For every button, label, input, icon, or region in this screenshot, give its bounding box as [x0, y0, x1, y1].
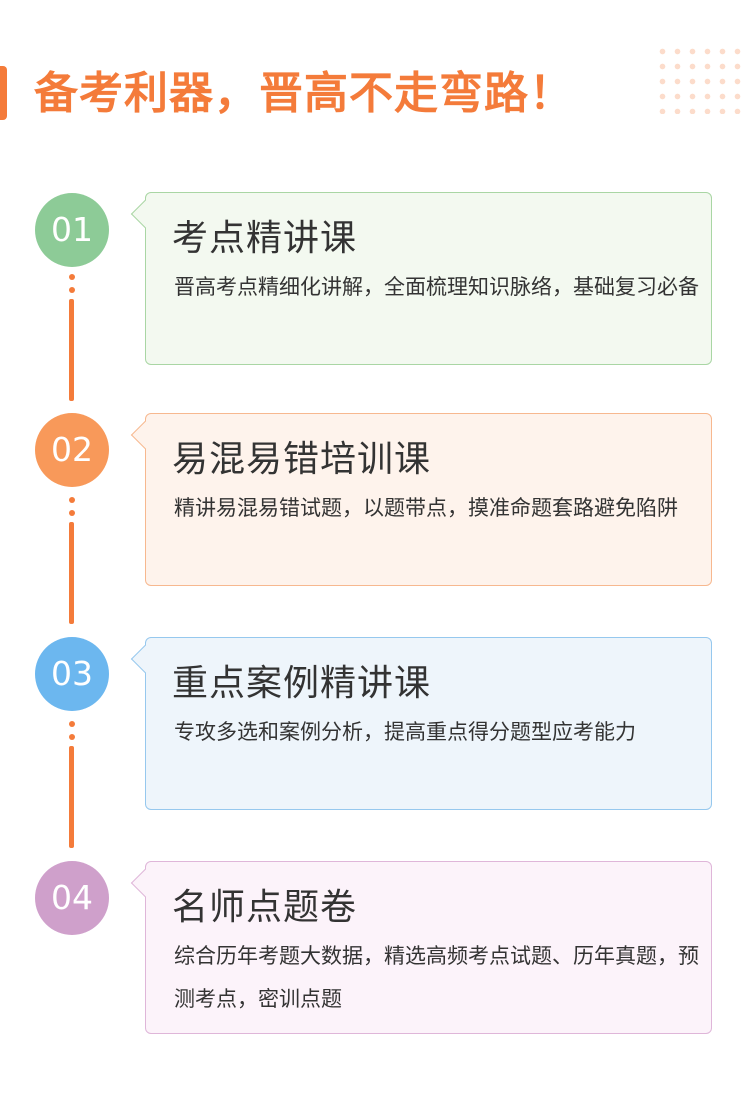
step-description: 综合历年考题大数据，精选高频考点试题、历年真题，预测考点，密训点题 [174, 944, 699, 1011]
timeline-connector [69, 299, 74, 401]
card-pointer [130, 868, 160, 898]
card-pointer [130, 199, 160, 229]
timeline-connector [69, 522, 74, 624]
timeline-dot [68, 510, 75, 516]
step-title: 重点案例精讲课 [172, 663, 432, 704]
step-description: 晋高考点精细化讲解，全面梳理知识脉络，基础复习必备 [174, 275, 699, 299]
page-title: 备考利器，晋高不走弯路！ [34, 68, 574, 119]
step-card: 易混易错培训课 精讲易混易错试题，以题带点，摸准命题套路避免陷阱 [130, 413, 712, 586]
step-title: 考点精讲课 [172, 218, 358, 259]
step-card: 重点案例精讲课 专攻多选和案例分析，提高重点得分题型应考能力 [130, 637, 712, 810]
card-pointer [130, 644, 160, 674]
step-number-badge: 02 [35, 413, 109, 487]
step-number-badge: 03 [35, 637, 109, 711]
step-card: 考点精讲课 晋高考点精细化讲解，全面梳理知识脉络，基础复习必备 [130, 192, 712, 365]
timeline-dot [68, 497, 75, 503]
decorative-dot-grid [655, 44, 745, 114]
step-description: 精讲易混易错试题，以题带点，摸准命题套路避免陷阱 [174, 496, 678, 520]
step-title: 易混易错培训课 [172, 439, 432, 480]
step-title: 名师点题卷 [172, 887, 358, 928]
timeline-dot [68, 287, 75, 293]
card-pointer [130, 420, 160, 450]
step-card: 名师点题卷 综合历年考题大数据，精选高频考点试题、历年真题，预测考点，密训点题 [130, 861, 712, 1034]
timeline-dot [68, 721, 75, 727]
header-accent-bar [0, 66, 7, 120]
step-number-badge: 04 [35, 861, 109, 935]
step-number-badge: 01 [35, 193, 109, 267]
timeline-dot [68, 734, 75, 740]
step-description: 专攻多选和案例分析，提高重点得分题型应考能力 [174, 720, 636, 744]
timeline-dot [68, 274, 75, 280]
timeline-connector [69, 746, 74, 848]
